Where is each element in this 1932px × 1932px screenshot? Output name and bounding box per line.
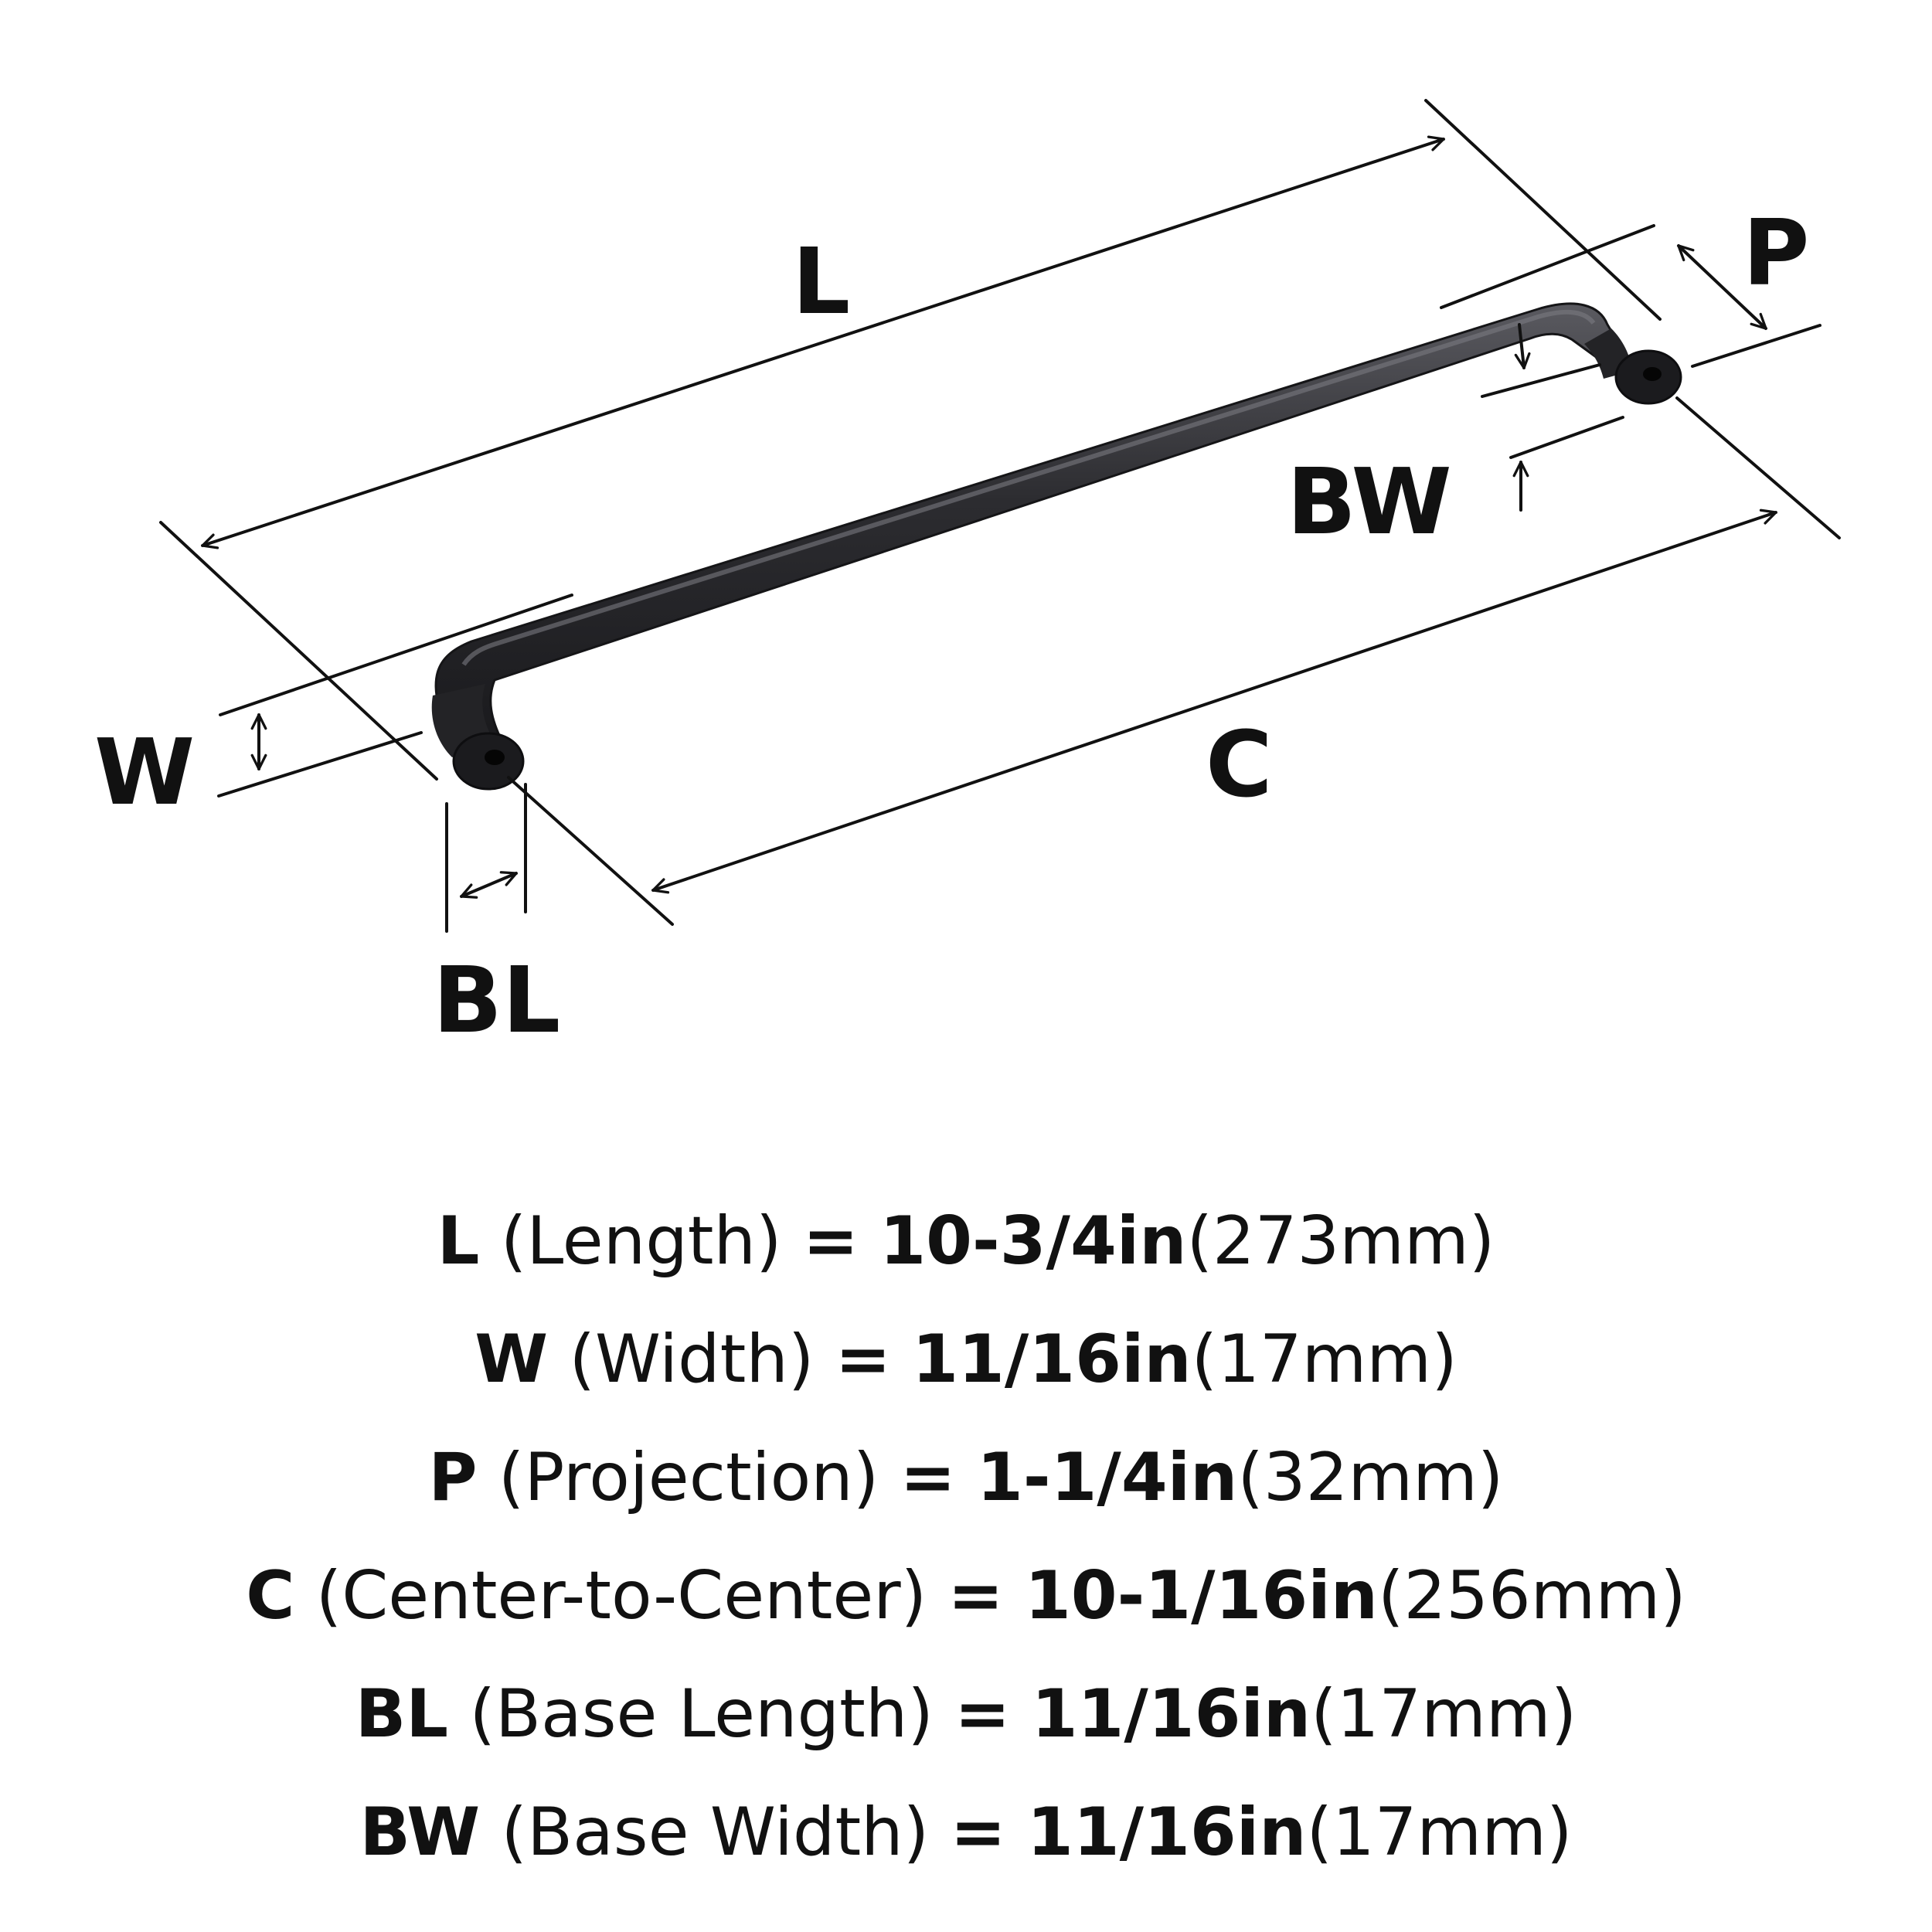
spec-imperial: 11/16in [1026, 1794, 1307, 1871]
spec-code: C [246, 1557, 295, 1634]
pull-handle-illustration [431, 302, 1682, 791]
label-bl: BL [433, 947, 560, 1053]
spec-code: L [437, 1202, 480, 1280]
spec-equals: = [954, 1675, 1011, 1753]
spec-code: W [474, 1321, 549, 1398]
spec-row-length: L (Length) = 10-3/4in(273mm) [0, 1182, 1932, 1301]
spec-metric: (273mm) [1186, 1202, 1495, 1280]
spec-name: (Length) [500, 1202, 782, 1280]
dim-line-p [1677, 244, 1767, 330]
spec-imperial: 11/16in [912, 1321, 1192, 1398]
label-bw: BW [1287, 448, 1452, 555]
spec-imperial: 1-1/4in [977, 1439, 1238, 1516]
spec-metric: (17mm) [1191, 1321, 1458, 1398]
spec-code: BL [355, 1675, 449, 1753]
spec-imperial: 10-3/4in [879, 1202, 1187, 1280]
label-c: C [1206, 711, 1273, 818]
spec-equals: = [802, 1202, 859, 1280]
label-p: P [1743, 199, 1809, 306]
label-w: W [94, 719, 195, 825]
base-right-hole [1643, 367, 1662, 381]
spec-name: (Base Length) [469, 1675, 934, 1753]
dim-line-bl [460, 871, 518, 899]
base-left-hole [485, 750, 505, 765]
spec-imperial: 11/16in [1031, 1675, 1311, 1753]
spec-code: BW [359, 1794, 481, 1871]
label-l: L [792, 228, 850, 335]
spec-row-center-to-center: C (Center-to-Center) = 10-1/16in(256mm) [0, 1537, 1932, 1655]
handle-highlight [461, 309, 1596, 666]
spec-row-base-length: BL (Base Length) = 11/16in(17mm) [0, 1655, 1932, 1774]
spec-row-base-width: BW (Base Width) = 11/16in(17mm) [0, 1774, 1932, 1892]
spec-equals: = [900, 1439, 956, 1516]
handle-body [434, 302, 1633, 744]
spec-metric: (17mm) [1311, 1675, 1577, 1753]
spec-name: (Projection) [498, 1439, 879, 1516]
spec-name: (Base Width) [501, 1794, 930, 1871]
spec-list: L (Length) = 10-3/4in(273mm) W (Width) =… [0, 1182, 1932, 1892]
spec-row-projection: P (Projection) = 1-1/4in(32mm) [0, 1419, 1932, 1537]
spec-metric: (32mm) [1237, 1439, 1504, 1516]
spec-equals: = [947, 1557, 1004, 1634]
spec-metric: (17mm) [1306, 1794, 1573, 1871]
spec-name: (Width) [569, 1321, 815, 1398]
extension-lines [159, 99, 1841, 933]
spec-name: (Center-to-Center) [315, 1557, 927, 1634]
spec-code: P [428, 1439, 478, 1516]
spec-equals: = [950, 1794, 1006, 1871]
dimension-diagram: L W P C BL BW [94, 99, 1841, 1053]
dim-line-l [201, 135, 1445, 549]
dim-line-c [651, 509, 1777, 894]
dim-line-bw-top [1514, 323, 1531, 369]
spec-equals: = [835, 1321, 891, 1398]
spec-imperial: 10-1/16in [1024, 1557, 1378, 1634]
dimension-lines [201, 135, 1777, 899]
spec-metric: (256mm) [1377, 1557, 1686, 1634]
spec-row-width: W (Width) = 11/16in(17mm) [0, 1301, 1932, 1419]
